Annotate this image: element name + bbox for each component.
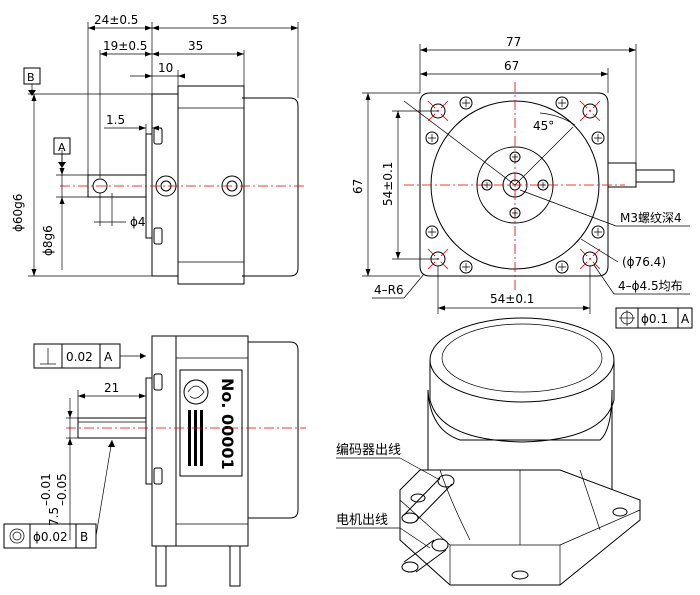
note-holes: 4–ϕ4.5均布	[618, 279, 683, 293]
dim-7-5-upper: –0.01	[39, 473, 53, 506]
front-view: 45° 77 67 67	[351, 35, 693, 329]
side-view: 24±0.5 53 19±0.5 35 10 1.5	[11, 13, 306, 285]
dim-53: 53	[212, 13, 227, 27]
note-r6: 4–R6	[374, 283, 404, 297]
dim-35: 35	[188, 39, 203, 53]
svg-text:A: A	[681, 312, 690, 326]
motor-cable	[401, 538, 449, 573]
encoder-cable	[401, 474, 455, 524]
dim-54-v: 54±0.1	[381, 162, 395, 206]
svg-text:0.02: 0.02	[66, 350, 93, 364]
dim-10: 10	[158, 61, 173, 75]
label-motor-outlet: 电机出线	[336, 513, 388, 528]
note-thread: M3螺纹深4	[620, 211, 682, 225]
mounting-holes	[427, 100, 601, 270]
dim-7-5: 7.5	[47, 507, 61, 526]
dim-67-top: 67	[504, 59, 519, 73]
svg-text:A: A	[104, 350, 113, 364]
perpendicularity-frame: 0.02 A	[33, 343, 146, 369]
angle-45: 45°	[533, 119, 554, 133]
svg-text:B: B	[80, 530, 88, 544]
dim-77: 77	[506, 35, 521, 49]
svg-text:ϕ0.1: ϕ0.1	[641, 312, 668, 326]
position-tolerance-frame: ϕ0.1 A	[615, 307, 693, 329]
note-pcd: (ϕ76.4)	[622, 255, 666, 269]
svg-text:ϕ0.02: ϕ0.02	[33, 530, 68, 544]
datum-a: A	[58, 141, 66, 154]
dim-phi4: ϕ4	[130, 215, 146, 229]
label-no: No. 00001	[218, 378, 237, 470]
dim-24: 24±0.5	[94, 13, 138, 27]
nameplate: No. 00001	[179, 369, 243, 477]
dim-7-5-lower: –0.05	[55, 473, 69, 506]
dim-54-h: 54±0.1	[490, 292, 534, 306]
concentricity-frame: ϕ0.02 B	[3, 439, 115, 549]
dim-67-left: 67	[351, 179, 365, 194]
side-view-2: No. 00001 21 7.5 –0.01 –0.05	[3, 335, 306, 587]
dim-1-5: 1.5	[106, 113, 125, 127]
label-encoder-outlet: 编码器出线	[336, 443, 401, 458]
datum-b: B	[27, 71, 35, 84]
dim-phi8: ϕ8g6	[41, 225, 55, 256]
dim-phi60: ϕ60g6	[11, 194, 25, 232]
screws	[425, 96, 605, 274]
dim-19: 19±0.5	[103, 39, 147, 53]
dim-21: 21	[104, 381, 119, 395]
isometric-view: 编码器出线 电机出线	[336, 317, 641, 586]
